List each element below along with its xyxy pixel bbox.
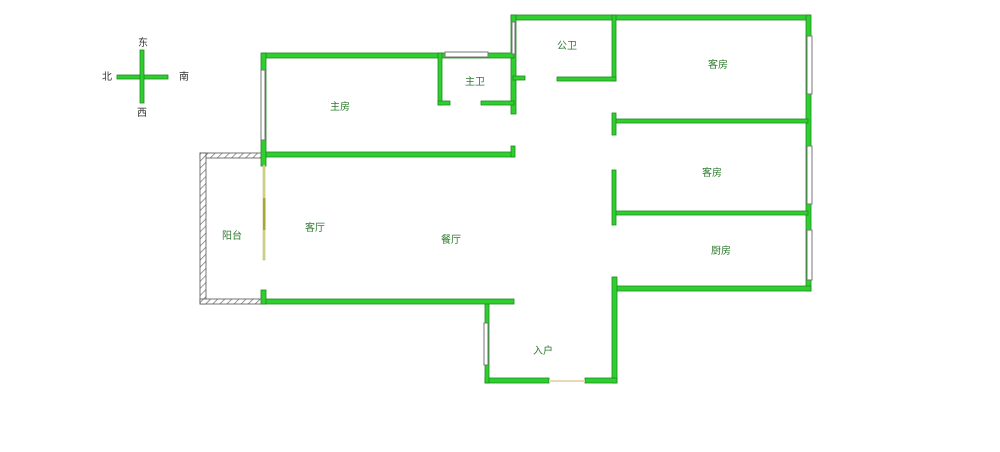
- compass-west: 西: [137, 108, 147, 119]
- window: [806, 145, 813, 205]
- room-label-guest-room-1: 客房: [708, 58, 728, 71]
- window: [260, 69, 266, 141]
- room-label-living-room: 客厅: [305, 221, 325, 234]
- room-label-entrance: 入户: [533, 344, 553, 357]
- walls: [260, 14, 812, 384]
- compass-east: 东: [138, 36, 148, 49]
- compass: 东 北 南 西: [102, 36, 189, 119]
- window: [806, 35, 813, 95]
- window: [444, 51, 489, 58]
- compass-north: 北: [102, 71, 112, 83]
- room-label-dining-room: 餐厅: [441, 233, 461, 246]
- balcony-wall: [199, 152, 265, 305]
- room-label-kitchen: 厨房: [711, 244, 731, 257]
- window: [806, 229, 813, 281]
- compass-ew-bar: [139, 49, 145, 104]
- room-label-public-bath: 公卫: [557, 41, 577, 52]
- compass-south: 南: [179, 70, 189, 83]
- room-label-master-bedroom: 主房: [330, 100, 350, 113]
- room-label-guest-room-2: 客房: [702, 166, 722, 179]
- window: [511, 21, 516, 55]
- window: [483, 322, 489, 366]
- balcony-door-panel: [263, 198, 266, 230]
- room-label-balcony: 阳台: [222, 229, 242, 242]
- room-label-master-bath: 主卫: [465, 76, 485, 88]
- windows: [260, 21, 813, 366]
